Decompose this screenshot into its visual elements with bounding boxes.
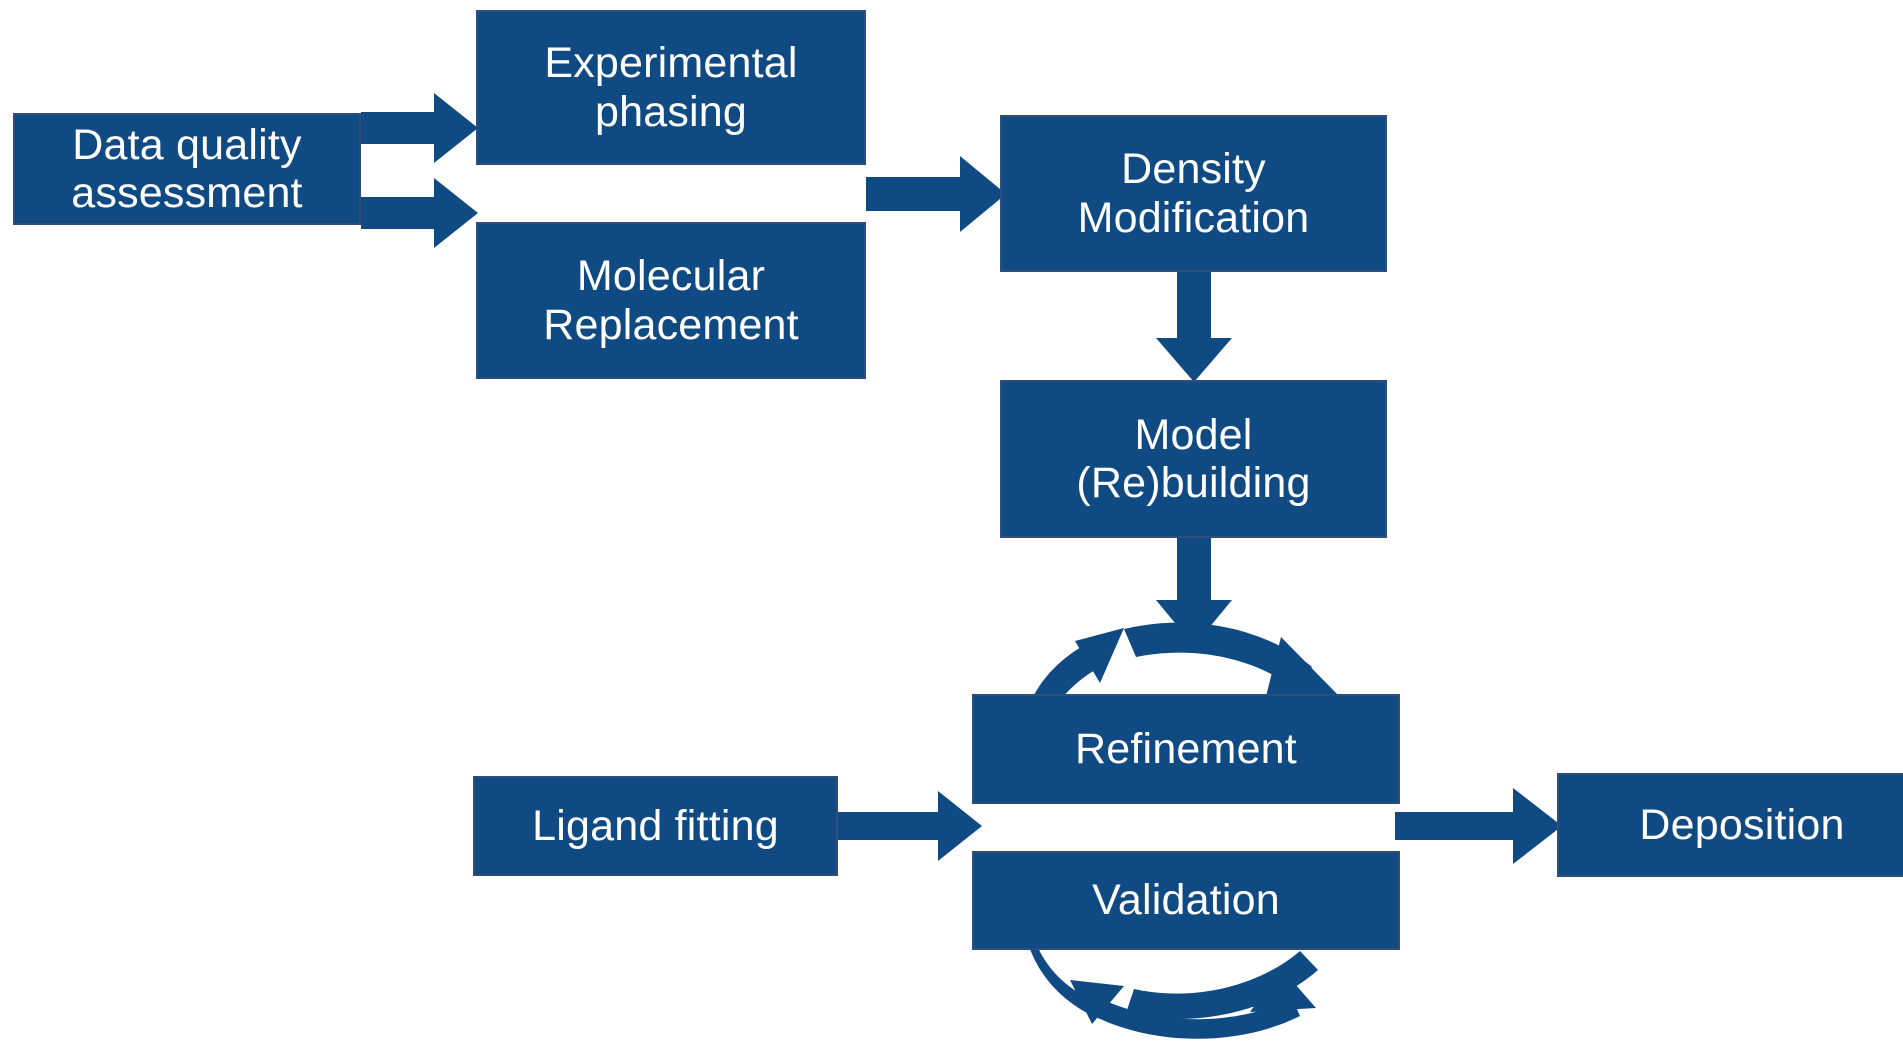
node-label: Molecular Replacement [543,252,799,349]
node-deposition[interactable]: Deposition [1557,773,1903,877]
node-label: Experimental phasing [544,39,798,136]
node-validation[interactable]: Validation [972,851,1400,950]
arrow-cycle-to-deposition [1395,788,1562,864]
arrow-phasing-to-density [866,156,1006,232]
node-ligand-fitting[interactable]: Ligand fitting [473,776,838,876]
cycle-arc-bottom-left [1030,943,1124,1024]
node-label: Density Modification [1077,145,1310,242]
cycle-arc-bottom-center [1098,998,1300,1039]
node-density-modification[interactable]: Density Modification [1000,115,1387,272]
arrow-density-to-model [1156,271,1232,382]
node-label: Model (Re)building [1076,410,1311,507]
arrow-dq-to-experimental [361,93,478,163]
node-label: Data quality assessment [71,120,303,217]
node-model-rebuilding[interactable]: Model (Re)building [1000,380,1387,538]
node-refinement[interactable]: Refinement [972,694,1400,804]
node-label: Refinement [1075,724,1297,773]
node-experimental-phasing[interactable]: Experimental phasing [476,10,866,165]
node-label: Ligand fitting [532,801,779,850]
node-data-quality-assessment[interactable]: Data quality assessment [13,113,361,225]
arrow-dq-to-molecular [361,178,478,248]
node-label: Deposition [1639,800,1845,849]
node-label: Validation [1092,876,1280,925]
arrow-ligand-to-cycle [838,791,982,861]
node-molecular-replacement[interactable]: Molecular Replacement [476,222,866,379]
cycle-arc-bottom-right [1126,951,1318,1019]
arrow-model-to-cycle [1156,537,1232,646]
